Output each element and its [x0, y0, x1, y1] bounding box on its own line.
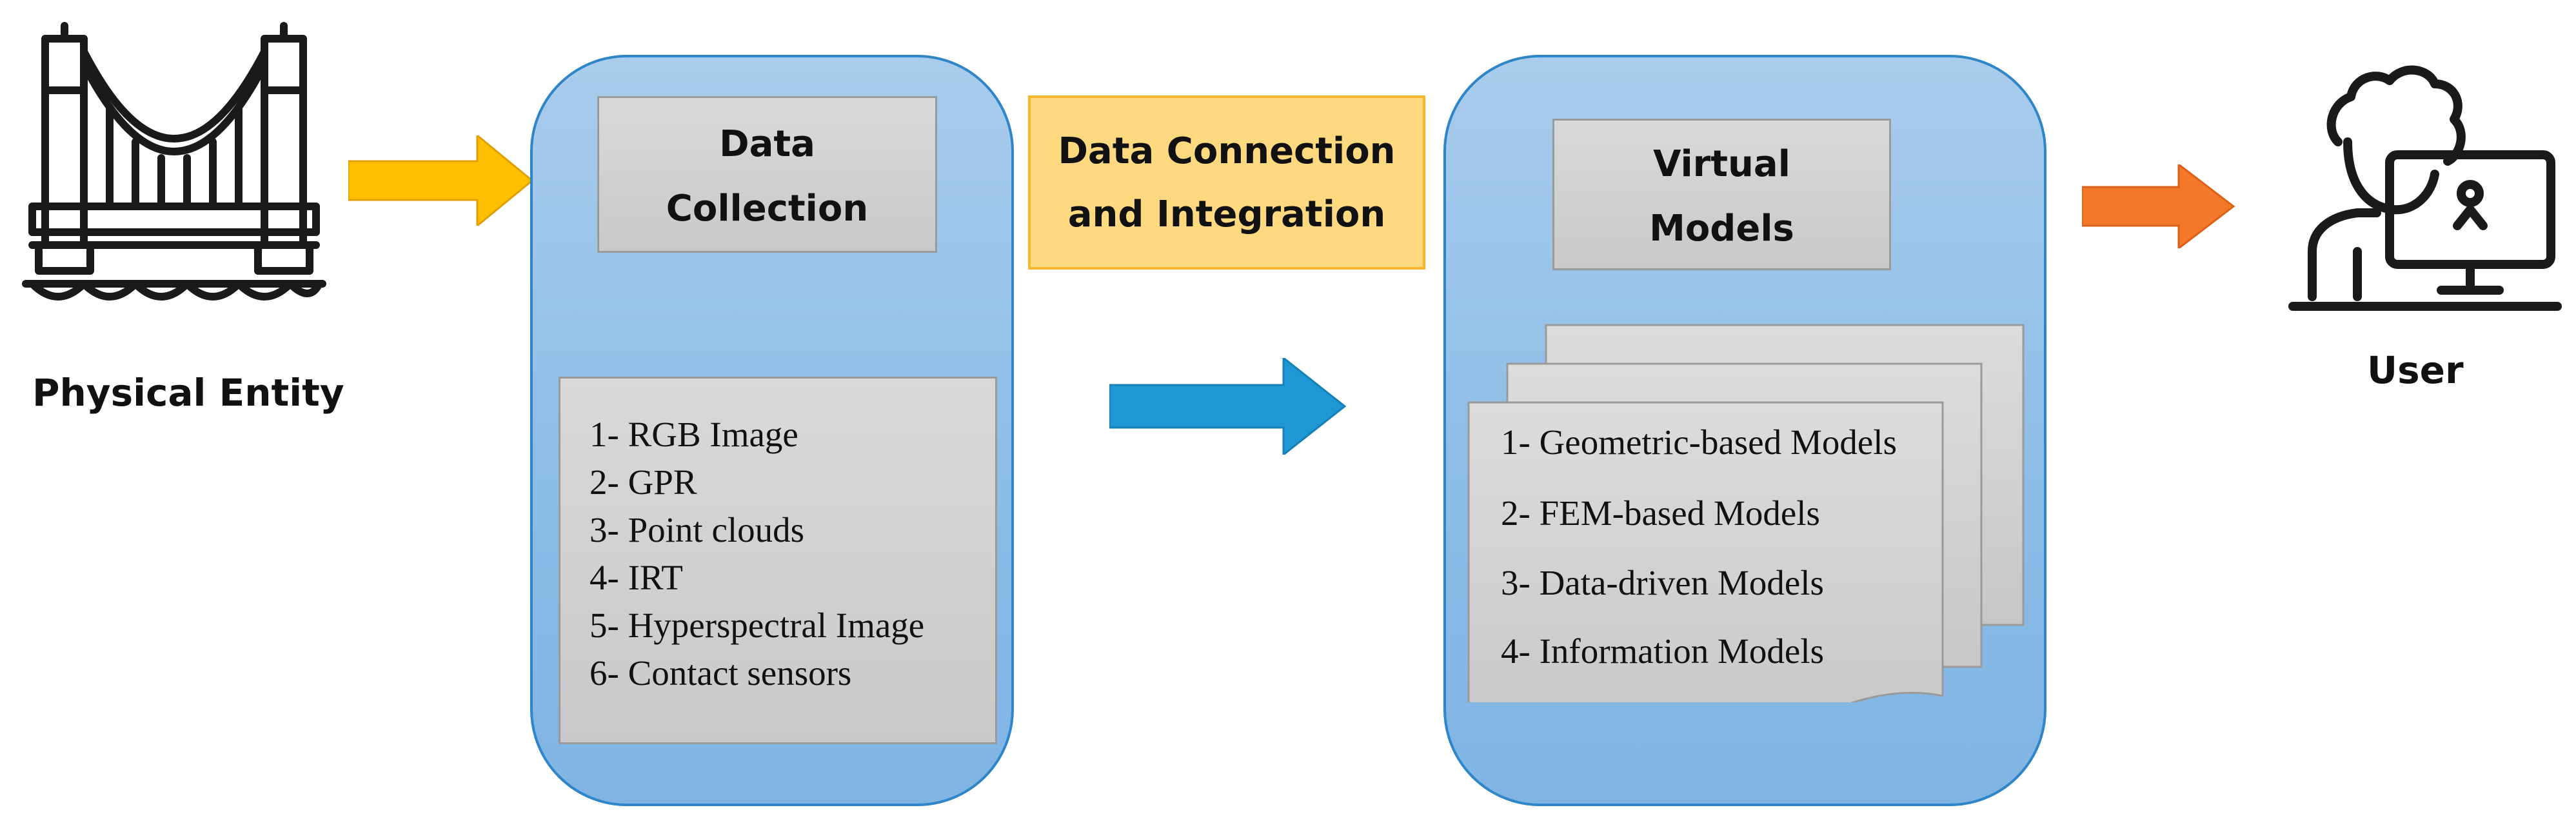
virtual-models-list: 1- Geometric-based Models 2- FEM-based M…	[1501, 422, 1897, 699]
data-collection-title-box: Data Collection	[597, 96, 937, 253]
virtual-models-title-box: Virtual Models	[1552, 119, 1891, 270]
integration-line1: Data Connection	[1058, 130, 1396, 172]
arrow-to-collection	[348, 135, 534, 226]
arrow-to-models	[1109, 358, 1347, 455]
physical-entity: Physical Entity	[19, 13, 344, 426]
integration-box: Data Connection and Integration	[1028, 95, 1425, 270]
list-item: 3- Point clouds	[590, 510, 805, 549]
list-item: 6- Contact sensors	[590, 653, 852, 693]
integration-line2: and Integration	[1067, 193, 1386, 235]
list-item: 4- IRT	[590, 558, 683, 597]
data-collection-title-line2: Collection	[666, 188, 869, 230]
arrow-to-user	[2082, 164, 2235, 248]
list-item: 3- Data-driven Models	[1501, 563, 1824, 602]
list-item: 4- Information Models	[1501, 631, 1825, 671]
data-collection-panel: Data Collection 1- RGB Image 2- GPR 3- P…	[530, 55, 1014, 806]
virtual-models-panel: Virtual Models 1- Geometric-based Models…	[1443, 55, 2046, 806]
physical-entity-label: Physical Entity	[32, 371, 344, 415]
list-item: 5- Hyperspectral Image	[590, 606, 925, 645]
user: User	[2286, 58, 2564, 419]
data-collection-list-box: 1- RGB Image 2- GPR 3- Point clouds 4- I…	[559, 377, 997, 744]
user-label: User	[2367, 348, 2464, 392]
virtual-models-title-line2: Models	[1649, 208, 1794, 250]
list-item: 1- Geometric-based Models	[1501, 422, 1897, 462]
bridge-icon	[22, 22, 326, 301]
virtual-models-title-line1: Virtual	[1653, 143, 1790, 185]
document-stack-icon	[1467, 324, 2025, 702]
list-item: 1- RGB Image	[590, 415, 798, 454]
data-collection-title-line1: Data	[719, 123, 815, 165]
user-at-computer-icon	[2288, 65, 2562, 311]
list-item: 2- GPR	[590, 462, 697, 502]
list-item: 2- FEM-based Models	[1501, 493, 1820, 533]
